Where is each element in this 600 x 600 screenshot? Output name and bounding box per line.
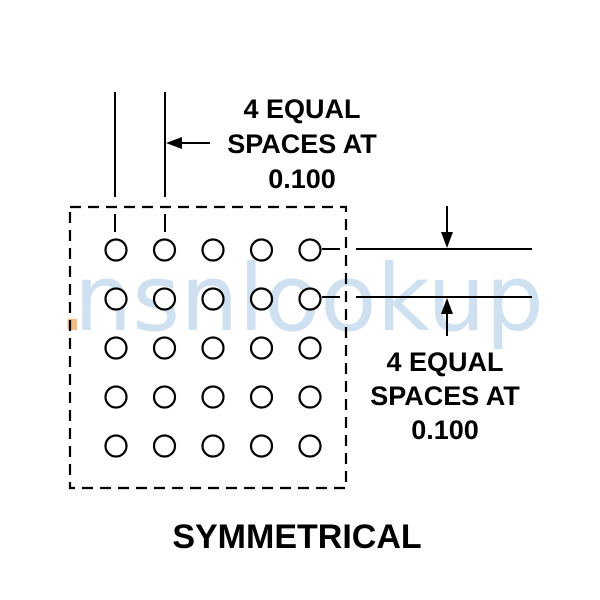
pin-hole	[249, 434, 274, 458]
pin-hole	[201, 238, 225, 262]
pin-hole	[201, 336, 225, 360]
top-dimension-arrow	[166, 137, 210, 149]
top-dimension-label: 4 EQUAL SPACES AT 0.100	[227, 94, 377, 194]
right-dimension-arrow-up	[441, 298, 453, 336]
right-dimension-line1: 4 EQUAL	[386, 347, 503, 377]
right-dimension-label: 4 EQUAL SPACES AT 0.100	[370, 347, 520, 445]
pin-hole	[104, 336, 128, 360]
pin-hole	[249, 336, 274, 360]
pin-hole	[104, 238, 128, 262]
pin-hole	[298, 287, 322, 311]
pin-hole	[201, 385, 225, 409]
pin-hole	[104, 385, 128, 409]
pin-hole	[298, 385, 322, 409]
pin-hole	[249, 385, 274, 409]
pin-hole	[152, 287, 177, 311]
pin-grid	[104, 238, 322, 458]
pin-hole	[104, 434, 128, 458]
watermark-dot: .	[58, 247, 87, 352]
top-dimension-line1: 4 EQUAL	[243, 94, 360, 124]
pin-hole	[201, 287, 225, 311]
pin-hole	[201, 434, 225, 458]
pin-hole	[152, 238, 177, 262]
pin-hole	[298, 336, 322, 360]
right-dimension-arrow-down	[441, 206, 453, 248]
pin-hole	[152, 385, 177, 409]
pin-hole	[298, 434, 322, 458]
pin-hole	[249, 287, 274, 311]
pin-hole	[104, 287, 128, 311]
pin-hole	[152, 336, 177, 360]
caption: SYMMETRICAL	[172, 518, 421, 556]
pin-hole	[249, 238, 274, 262]
top-dimension-line3: 0.100	[268, 164, 336, 194]
pin-hole	[298, 238, 322, 262]
package-outline	[68, 205, 348, 490]
pin-hole	[152, 434, 177, 458]
right-dimension-line2: SPACES AT	[370, 381, 520, 411]
top-dimension-line2: SPACES AT	[227, 129, 377, 159]
right-dimension-line3: 0.100	[411, 415, 479, 445]
